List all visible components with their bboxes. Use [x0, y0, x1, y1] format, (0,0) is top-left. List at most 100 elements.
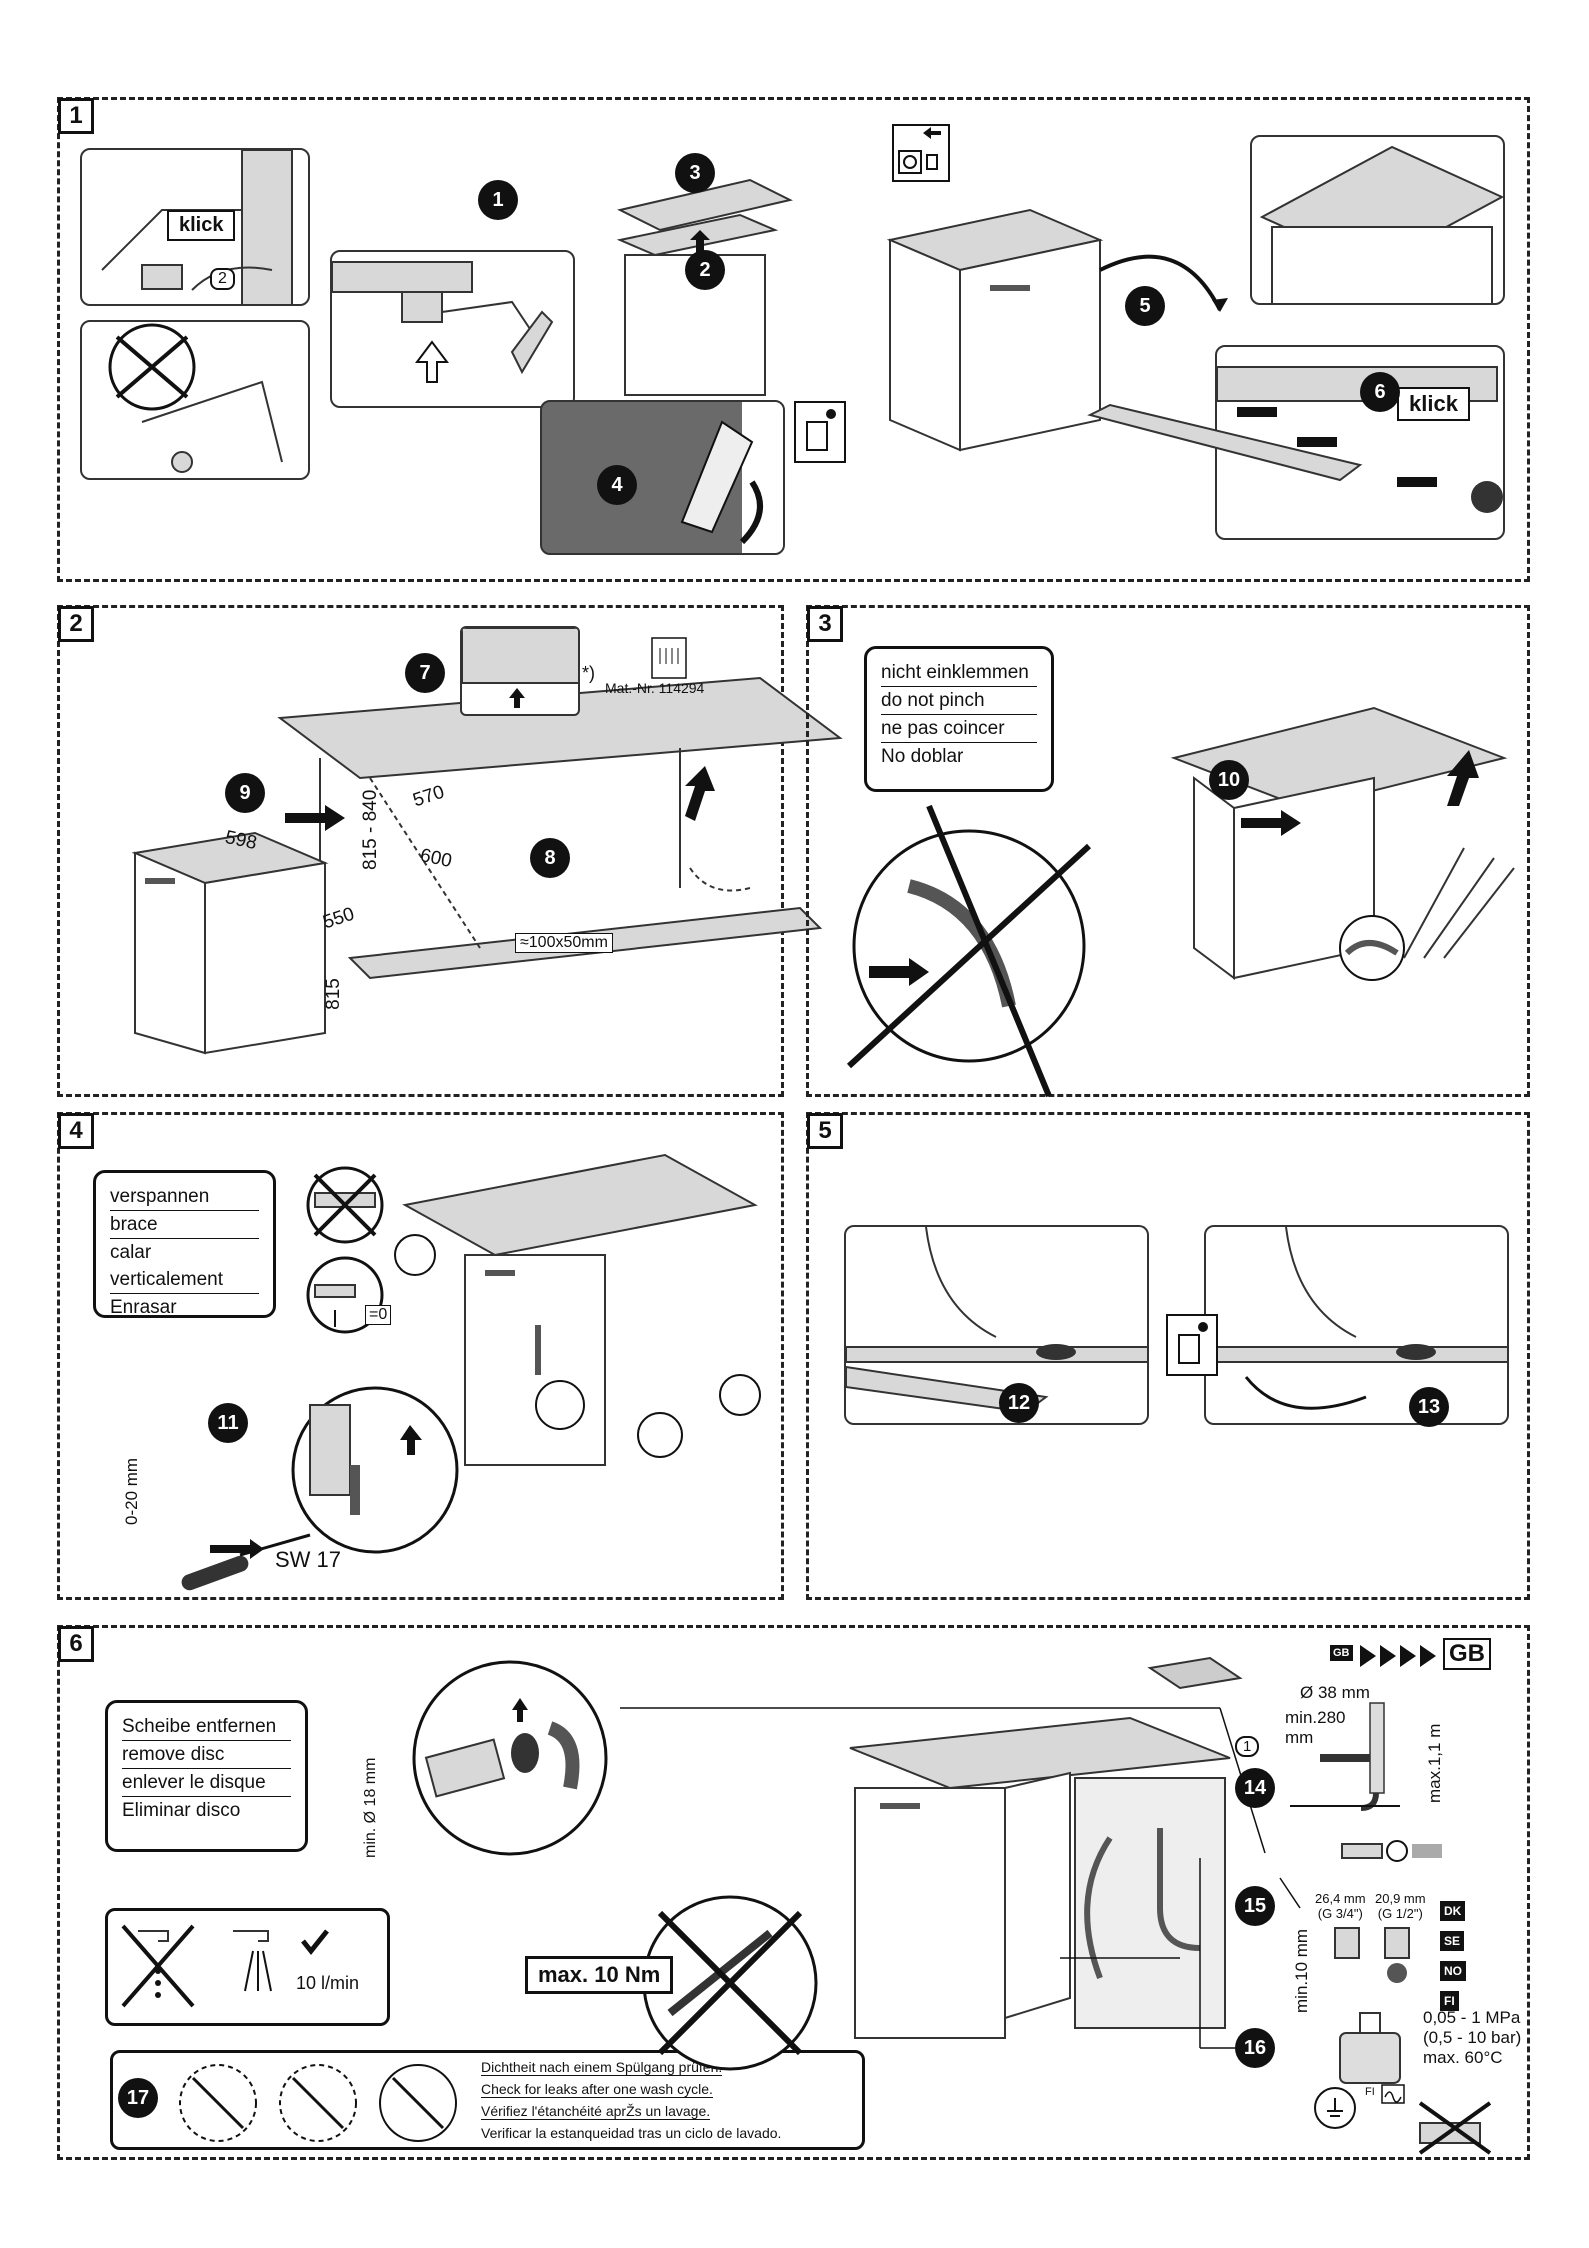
levelling-foot-magnifier	[291, 1386, 459, 1554]
step-marker-8: 8	[530, 838, 570, 878]
no-multi-socket-icon	[1418, 2101, 1492, 2155]
pinched-hose-magnifier	[846, 804, 1092, 1098]
step-marker-9: 9	[225, 773, 265, 813]
cover-strip	[1087, 403, 1363, 482]
pipe-diameter-label: Ø 38 mm	[1300, 1683, 1370, 1702]
inset-no-drip	[80, 320, 310, 480]
gb-small-badge: GB	[1330, 1645, 1353, 1661]
inset-remove-rail	[540, 400, 785, 555]
disc-removal-box: Scheibe entfernen remove disc enlever le…	[105, 1700, 308, 1852]
trash-bin-icon	[1166, 1314, 1218, 1376]
up-arrow	[685, 766, 715, 821]
dim-hole: ≈100x50mm	[515, 933, 613, 953]
water-container-drawing	[1339, 2012, 1401, 2084]
push-arrow	[1241, 810, 1301, 836]
step-marker-2: 2	[685, 250, 725, 290]
min-diameter-label: min. Ø 18 mm	[362, 1757, 379, 1858]
step-marker-3: 3	[675, 153, 715, 193]
max-temperature: max. 60°C	[1423, 2048, 1503, 2067]
brace-instruction-box: verspannen brace calar verticalement Enr…	[93, 1170, 276, 1318]
step-marker-6: 6	[1360, 372, 1400, 412]
step-marker-17: 17	[118, 2078, 158, 2118]
brace-line-en: brace	[110, 1211, 259, 1239]
disc-line-de: Scheibe entfernen	[122, 1713, 291, 1741]
mm-label: mm	[1285, 1728, 1314, 1747]
warning-line-de: nicht einklemmen	[881, 659, 1037, 687]
flow-rate-label: 10 l/min	[296, 1973, 360, 1993]
step-marker-4: 4	[597, 465, 637, 505]
leak-line-en: Check for leaks after one wash cycle.	[481, 2081, 713, 2098]
step-marker-5: 5	[1125, 286, 1165, 326]
wrench-size-label: SW 17	[275, 1547, 342, 1572]
screwdriver-and-wrench	[181, 1533, 311, 1591]
gb-large-badge: GB	[1443, 1638, 1491, 1670]
leak-line-de: Dichtheit nach einem Spülgang prüfen.	[481, 2059, 723, 2076]
inset-appliance-side	[1250, 135, 1505, 305]
warning-line-en: do not pinch	[881, 687, 1037, 715]
inset-cover-remove	[1204, 1225, 1509, 1425]
step-marker-16: 16	[1235, 2028, 1275, 2068]
earthed-socket-icon	[1314, 2087, 1356, 2129]
no-brace-detail	[306, 1166, 384, 1244]
mat-marker: *)	[582, 663, 595, 683]
country-no: NO	[1440, 1961, 1466, 1981]
panel-number: 2	[58, 606, 94, 642]
thread-34-label: 26,4 mm (G 3/4")	[1315, 1891, 1366, 1921]
min-280-label: min.280	[1285, 1708, 1346, 1727]
power-plug-icon	[892, 124, 950, 182]
step-marker-13: 13	[1409, 1387, 1449, 1427]
flush-detail	[306, 1256, 384, 1334]
klick-label-2: klick	[1397, 387, 1470, 421]
hose-disc-magnifier	[412, 1660, 608, 1856]
push-in-arrow	[285, 805, 345, 831]
brace-line-fr: calar verticalement	[110, 1239, 259, 1294]
circled-1-label: 1	[1235, 1736, 1260, 1757]
rail-removal-drawing	[680, 402, 783, 553]
country-se: SE	[1440, 1931, 1465, 1951]
step-marker-15: 15	[1235, 1886, 1275, 1926]
inset-klick-connector: klick 2	[80, 148, 310, 306]
built-in-dishwasher-drawing	[394, 1153, 761, 1466]
accessory-bag-icon	[651, 637, 687, 679]
residual-current-icon	[1381, 2084, 1405, 2104]
panel-5: 5 12 13	[806, 1112, 1530, 1600]
leak-check-drawings	[179, 2064, 457, 2142]
max-torque-label: max. 10 Nm	[525, 1956, 674, 1994]
min-10mm-label: min.10 mm	[1292, 1928, 1311, 2013]
panel-number: 5	[807, 1113, 843, 1149]
leak-line-es: Verificar la estanqueidad tras un ciclo …	[481, 2125, 782, 2141]
dishwasher-block	[131, 831, 329, 1055]
brace-line-de: verspannen	[110, 1183, 259, 1211]
hoses-through-grid	[1403, 847, 1515, 959]
siphon-pipe-drawing	[1290, 1702, 1400, 1811]
dim-815: 815	[322, 978, 344, 1010]
water-flow-box: 10 l/min	[105, 1908, 390, 2026]
rotation-arrow	[1099, 254, 1228, 312]
step-marker-7: 7	[405, 653, 445, 693]
cover-install-drawing	[846, 1227, 1147, 1414]
mat-number: Mat.-Nr. 114294	[605, 680, 705, 696]
pressure-mpa: 0,05 - 1 MPa	[1423, 2008, 1521, 2027]
trash-bin-icon	[794, 401, 846, 463]
panel-6: 6 Scheibe entfernen remove disc enlever …	[57, 1625, 1530, 2160]
cover-remove-drawing	[1206, 1227, 1507, 1410]
country-fi: FI	[1440, 1991, 1459, 2011]
klick-label: klick	[167, 210, 236, 241]
inlet-thread-parts	[1334, 1927, 1410, 1983]
panel-number: 3	[807, 606, 843, 642]
circled-2-label: 2	[210, 268, 235, 290]
step-marker-10: 10	[1209, 760, 1249, 800]
step-marker-14: 14	[1235, 1768, 1275, 1808]
step-marker-1: 1	[478, 180, 518, 220]
disc-line-en: remove disc	[122, 1741, 291, 1769]
country-dk: DK	[1440, 1901, 1466, 1921]
dishwasher-without-top	[886, 208, 1104, 452]
max-height-label: max.1,1 m	[1425, 1723, 1444, 1803]
panel-4: 4 verspannen brace calar verticalement E…	[57, 1112, 784, 1600]
inset-worktop-release	[330, 250, 575, 408]
panel-number: 6	[58, 1626, 94, 1662]
disc-line-es: Eliminar disco	[122, 1800, 241, 1821]
panel-number: 4	[58, 1113, 94, 1149]
pinch-warning-box: nicht einklemmen do not pinch ne pas coi…	[864, 646, 1054, 792]
hose-connector-parts	[1341, 1840, 1442, 1862]
